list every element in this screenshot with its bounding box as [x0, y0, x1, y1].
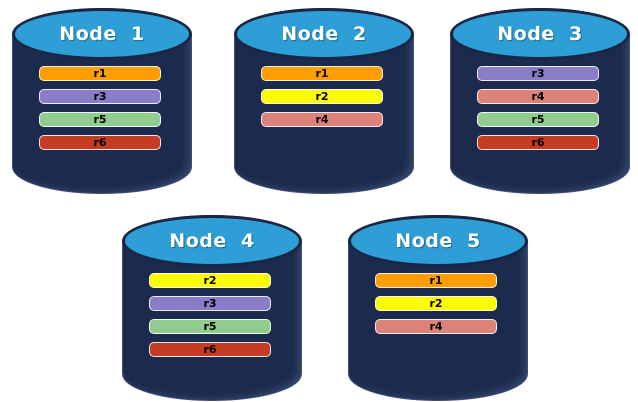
row-bar: r1: [261, 66, 383, 81]
node-label: Node 3: [497, 23, 583, 45]
row-bar: r1: [39, 66, 161, 81]
row-bar: r5: [477, 112, 599, 127]
row-bar: r2: [149, 273, 271, 288]
row-bar: r2: [375, 296, 497, 311]
row-bar-label: r3: [203, 297, 217, 310]
row-bar-label: r6: [93, 136, 107, 149]
row-bar-label: r4: [429, 320, 443, 333]
row-bar: r3: [477, 66, 599, 81]
row-bar: r5: [39, 112, 161, 127]
row-bar-label: r6: [531, 136, 545, 149]
row-bar-label: r4: [531, 90, 545, 103]
row-bar: r4: [375, 319, 497, 334]
row-bar-label: r4: [315, 113, 329, 126]
row-list: r3 r4 r5 r6: [477, 66, 599, 150]
node-cylinder: Node 3 r3 r4 r5 r6: [450, 8, 630, 194]
row-bar: r6: [149, 342, 271, 357]
row-bar-label: r1: [93, 67, 107, 80]
row-list: r1 r2 r4: [261, 66, 383, 127]
row-bar: r3: [39, 89, 161, 104]
row-bar-label: r3: [93, 90, 107, 103]
node-label: Node 5: [395, 230, 481, 252]
node-cylinder: Node 1 r1 r3 r5 r6: [12, 8, 192, 194]
cylinder-top-ellipse: Node 1: [12, 8, 192, 60]
row-bar: r2: [261, 89, 383, 104]
cylinder-top-ellipse: Node 4: [122, 215, 302, 267]
node-label: Node 1: [59, 23, 145, 45]
node-cylinder: Node 2 r1 r2 r4: [234, 8, 414, 194]
row-bar: r6: [39, 135, 161, 150]
row-bar-label: r5: [531, 113, 545, 126]
node-cylinder: Node 4 r2 r3 r5 r6: [122, 215, 302, 401]
row-list: r1 r3 r5 r6: [39, 66, 161, 150]
row-bar: r1: [375, 273, 497, 288]
row-list: r1 r2 r4: [375, 273, 497, 334]
cylinder-top-ellipse: Node 5: [348, 215, 528, 267]
cylinder-top-ellipse: Node 3: [450, 8, 630, 60]
row-bar-label: r5: [93, 113, 107, 126]
row-bar-label: r2: [203, 274, 217, 287]
row-bar: r3: [149, 296, 271, 311]
node-cylinder: Node 5 r1 r2 r4: [348, 215, 528, 401]
node-label: Node 2: [281, 23, 367, 45]
row-bar: r5: [149, 319, 271, 334]
row-bar-label: r1: [429, 274, 443, 287]
row-bar-label: r1: [315, 67, 329, 80]
row-bar-label: r5: [203, 320, 217, 333]
row-bar: r6: [477, 135, 599, 150]
row-bar: r4: [261, 112, 383, 127]
row-bar-label: r6: [203, 343, 217, 356]
cylinder-top-ellipse: Node 2: [234, 8, 414, 60]
row-bar: r4: [477, 89, 599, 104]
row-list: r2 r3 r5 r6: [149, 273, 271, 357]
row-bar-label: r3: [531, 67, 545, 80]
row-bar-label: r2: [429, 297, 443, 310]
row-bar-label: r2: [315, 90, 329, 103]
node-label: Node 4: [169, 230, 255, 252]
